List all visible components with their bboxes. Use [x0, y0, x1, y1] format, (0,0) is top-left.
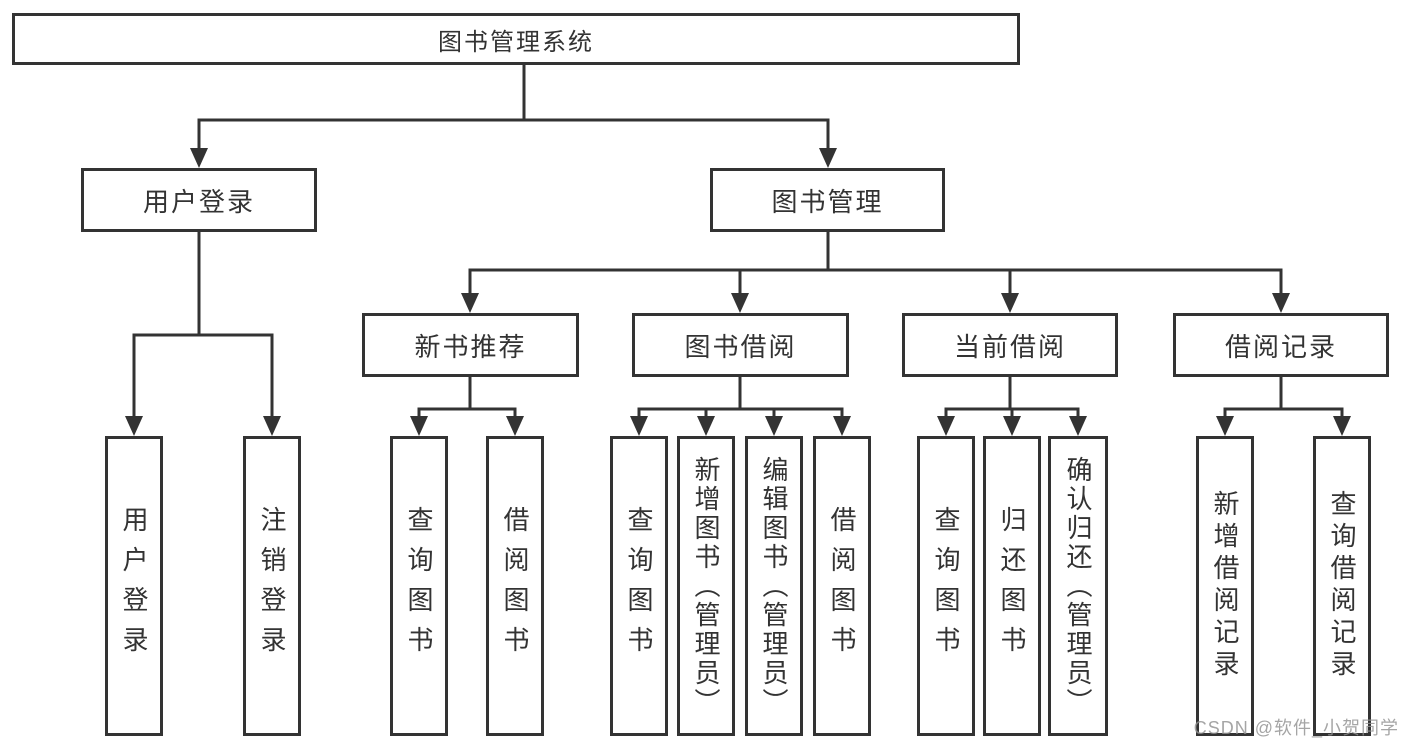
- leaf-query-borrow-record: 查询借阅记录: [1313, 436, 1371, 736]
- leaf-confirm-return-admin: 确认归还（管理员）: [1048, 436, 1108, 736]
- leaf-label: 查询借阅记录: [1327, 490, 1357, 682]
- connector-current-borrow-subtree: [944, 373, 1080, 421]
- leaf-query-books-borrow: 查询图书: [610, 436, 668, 736]
- leaf-user-login: 用户登录: [105, 436, 163, 736]
- connector-book-management-to-level3: [468, 228, 1283, 297]
- connector-user-login-subtree: [132, 228, 274, 420]
- leaf-label: 借阅图书: [500, 506, 530, 666]
- node-user-login: 用户登录: [81, 168, 317, 232]
- leaf-label: 查询图书: [931, 506, 961, 666]
- leaf-label: 新增借阅记录: [1210, 490, 1240, 682]
- watermark: CSDN @软件_小贺同学: [1193, 718, 1399, 738]
- node-borrow-records: 借阅记录: [1173, 313, 1389, 377]
- leaf-label: 新增图书（管理员）: [691, 455, 721, 717]
- connector-new-book-subtree: [417, 373, 517, 421]
- leaf-add-borrow-record: 新增借阅记录: [1196, 436, 1254, 736]
- leaf-borrow-books-recommend: 借阅图书: [486, 436, 544, 736]
- leaf-label: 注销登录: [257, 506, 287, 666]
- leaf-query-books-recommend: 查询图书: [390, 436, 448, 736]
- leaf-label: 用户登录: [119, 506, 149, 666]
- leaf-label: 查询图书: [404, 506, 434, 666]
- leaf-return-book: 归还图书: [983, 436, 1041, 736]
- leaf-add-book-admin: 新增图书（管理员）: [677, 436, 735, 736]
- node-root: 图书管理系统: [12, 13, 1020, 65]
- leaf-label: 归还图书: [997, 506, 1027, 666]
- connector-book-borrow-subtree: [637, 373, 844, 421]
- node-new-book-recommend: 新书推荐: [362, 313, 579, 377]
- leaf-label: 编辑图书（管理员）: [759, 455, 789, 717]
- leaf-label: 查询图书: [624, 506, 654, 666]
- connector-borrow-records-subtree: [1223, 373, 1344, 421]
- node-book-borrow: 图书借阅: [632, 313, 849, 377]
- leaf-label: 借阅图书: [827, 506, 857, 666]
- connector-root-to-level2: [197, 61, 830, 152]
- node-book-management: 图书管理: [710, 168, 945, 232]
- leaf-edit-book-admin: 编辑图书（管理员）: [745, 436, 803, 736]
- node-current-borrow: 当前借阅: [902, 313, 1118, 377]
- leaf-label: 确认归还（管理员）: [1063, 455, 1093, 717]
- leaf-query-books-current: 查询图书: [917, 436, 975, 736]
- leaf-logout: 注销登录: [243, 436, 301, 736]
- arrowheads: [125, 148, 1351, 436]
- leaf-borrow-books: 借阅图书: [813, 436, 871, 736]
